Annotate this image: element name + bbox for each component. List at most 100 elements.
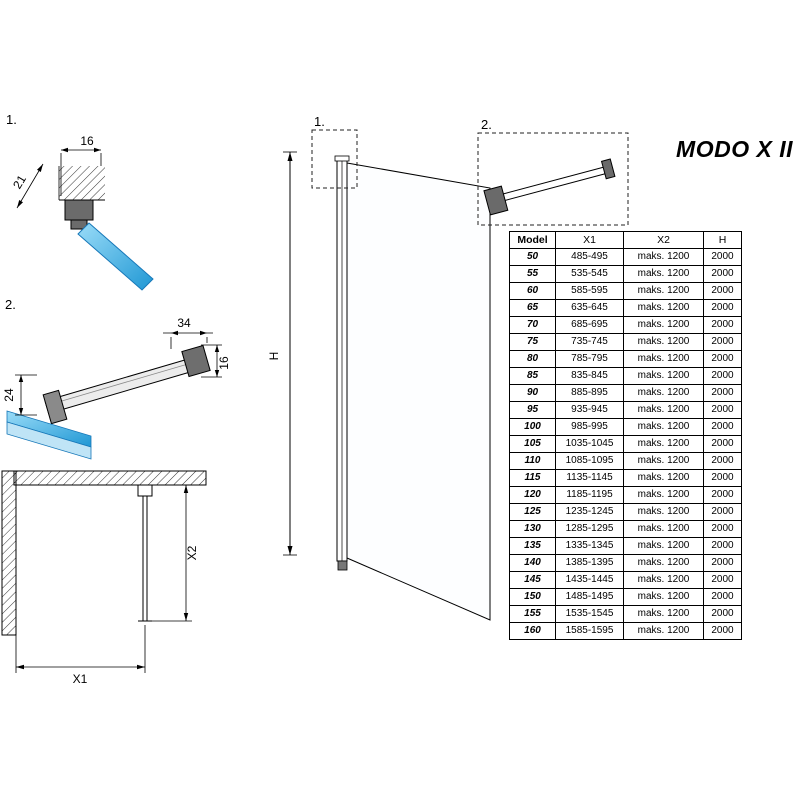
arm-glass-clamp — [483, 185, 509, 216]
spec-cell: 2000 — [703, 401, 742, 419]
spec-cell: 2000 — [703, 367, 742, 385]
walls-hatched — [1, 470, 207, 636]
model-cell: 155 — [509, 605, 556, 623]
spec-cell: maks. 1200 — [623, 537, 704, 555]
spec-cell: 1435-1445 — [555, 571, 624, 589]
detail-2-dim-left-value: 24 — [2, 388, 16, 402]
model-cell: 160 — [509, 622, 556, 640]
spec-cell: 635-645 — [555, 299, 624, 317]
model-cell: 60 — [509, 282, 556, 300]
spec-cell: 2000 — [703, 554, 742, 572]
spec-cell: 2000 — [703, 503, 742, 521]
spec-cell: 1535-1545 — [555, 605, 624, 623]
spec-cell: 2000 — [703, 299, 742, 317]
model-cell: 80 — [509, 350, 556, 368]
spec-cell: maks. 1200 — [623, 367, 704, 385]
spec-cell: 2000 — [703, 605, 742, 623]
glass-pane-section — [77, 222, 154, 291]
column-header-x2: X2 — [623, 231, 704, 249]
spec-cell: 1285-1295 — [555, 520, 624, 538]
spec-cell: 2000 — [703, 537, 742, 555]
model-cell: 55 — [509, 265, 556, 283]
model-cell: 100 — [509, 418, 556, 436]
spec-cell: maks. 1200 — [623, 384, 704, 402]
detail-1-dim-side-value: 21 — [10, 172, 29, 191]
spec-cell: maks. 1200 — [623, 316, 704, 334]
spec-cell: maks. 1200 — [623, 435, 704, 453]
spec-cell: 535-545 — [555, 265, 624, 283]
spec-cell: 2000 — [703, 418, 742, 436]
spec-cell: maks. 1200 — [623, 418, 704, 436]
spec-cell: maks. 1200 — [623, 605, 704, 623]
arm-wall-clamp — [181, 344, 211, 378]
wall-profile — [334, 155, 350, 571]
model-cell: 130 — [509, 520, 556, 538]
plan-x1-label: X1 — [73, 672, 88, 686]
spec-cell: 1035-1045 — [555, 435, 624, 453]
dimension-x2 — [152, 484, 192, 622]
wall-profile-bracket — [64, 199, 94, 230]
model-cell: 90 — [509, 384, 556, 402]
spec-cell: 685-695 — [555, 316, 624, 334]
spec-cell: 985-995 — [555, 418, 624, 436]
detail-2-drawing: 2. 34 16 — [2, 297, 231, 460]
spec-cell: 585-595 — [555, 282, 624, 300]
model-cell: 125 — [509, 503, 556, 521]
spec-cell: 785-795 — [555, 350, 624, 368]
plan-x2-label: X2 — [185, 545, 199, 560]
spec-cell: 2000 — [703, 588, 742, 606]
detail-2-callout-box — [477, 132, 629, 226]
model-cell: 75 — [509, 333, 556, 351]
arm-wall-end-bracket — [600, 158, 616, 180]
detail-1-drawing: 1. 16 21 — [6, 112, 154, 291]
detail-1-callout-box — [311, 129, 358, 189]
wall-hatch — [58, 166, 105, 201]
column-header-x1: X1 — [555, 231, 624, 249]
spec-cell: 2000 — [703, 435, 742, 453]
spec-cell: 2000 — [703, 486, 742, 504]
spec-cell: 2000 — [703, 333, 742, 351]
spec-cell: 2000 — [703, 248, 742, 266]
spec-cell: 2000 — [703, 316, 742, 334]
column-header-model: Model — [509, 231, 556, 249]
spec-cell: 2000 — [703, 282, 742, 300]
model-cell: 85 — [509, 367, 556, 385]
dimension-24-left — [15, 374, 37, 416]
spec-cell: maks. 1200 — [623, 554, 704, 572]
spec-cell: 1585-1595 — [555, 622, 624, 640]
column-header-h: H — [703, 231, 742, 249]
spec-cell: maks. 1200 — [623, 520, 704, 538]
spec-cell: maks. 1200 — [623, 401, 704, 419]
dimension-x1 — [15, 625, 146, 673]
spec-cell: 2000 — [703, 350, 742, 368]
spec-cell: 1235-1245 — [555, 503, 624, 521]
elevation-h-label: H — [267, 352, 281, 361]
spec-cell: maks. 1200 — [623, 282, 704, 300]
spec-cell: 1085-1095 — [555, 452, 624, 470]
model-cell: 135 — [509, 537, 556, 555]
model-cell: 110 — [509, 452, 556, 470]
model-cell: 140 — [509, 554, 556, 572]
spec-cell: 2000 — [703, 469, 742, 487]
spec-cell: 1335-1345 — [555, 537, 624, 555]
spec-cell: 2000 — [703, 384, 742, 402]
spec-cell: maks. 1200 — [623, 299, 704, 317]
detail-2-label: 2. — [5, 297, 16, 312]
